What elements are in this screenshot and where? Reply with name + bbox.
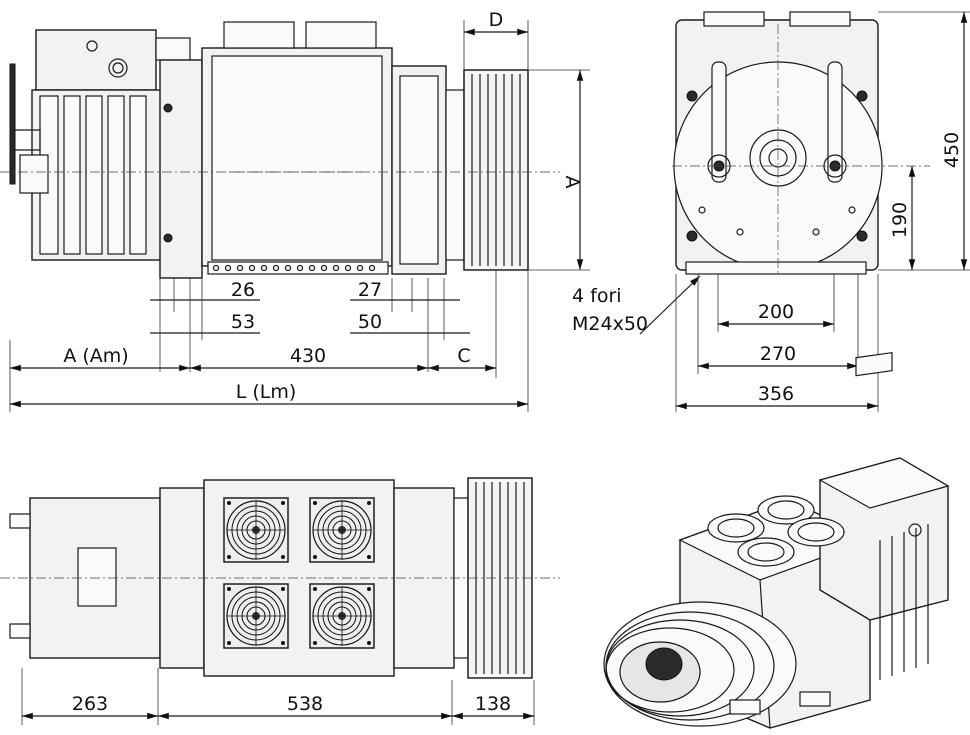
fan-bottom-left-icon [223, 583, 289, 649]
dim-a-am: A (Am) [63, 345, 128, 367]
dim-a: A [561, 176, 583, 189]
iso-fans [707, 495, 845, 567]
dim-190: 190 [889, 202, 911, 238]
holes-note-line1: 4 fori [572, 285, 622, 307]
traction-sheave [463, 69, 529, 271]
holes-note-line2: M24x50 [572, 313, 648, 335]
dim-538: 538 [287, 693, 323, 715]
dim-450: 450 [941, 132, 963, 168]
dim-50: 50 [358, 311, 382, 333]
fan-housing [223, 21, 295, 49]
fan-top-right-icon [309, 497, 375, 563]
front-view: D A 26 53 27 50 A (Am) 430 C L (Lm) [0, 9, 590, 412]
dim-200: 200 [758, 301, 794, 323]
dim-27: 27 [358, 279, 382, 301]
fan-top-left-icon [223, 497, 289, 563]
dim-26: 26 [231, 279, 255, 301]
dim-430: 430 [290, 345, 326, 367]
dim-356: 356 [758, 383, 794, 405]
dim-c: C [457, 345, 470, 367]
side-view: 450 190 4 fori M24x50 200 270 356 [572, 11, 970, 412]
dim-138: 138 [475, 693, 511, 715]
top-view: 263 538 138 [0, 477, 560, 725]
isometric-view [603, 351, 950, 729]
dim-d: D [489, 9, 504, 31]
dim-l-lm: L (Lm) [236, 381, 297, 403]
dim-53: 53 [231, 311, 255, 333]
fan-bottom-right-icon [309, 583, 375, 649]
dim-263: 263 [72, 693, 108, 715]
dim-270: 270 [760, 343, 796, 365]
brake-housing [35, 29, 157, 91]
